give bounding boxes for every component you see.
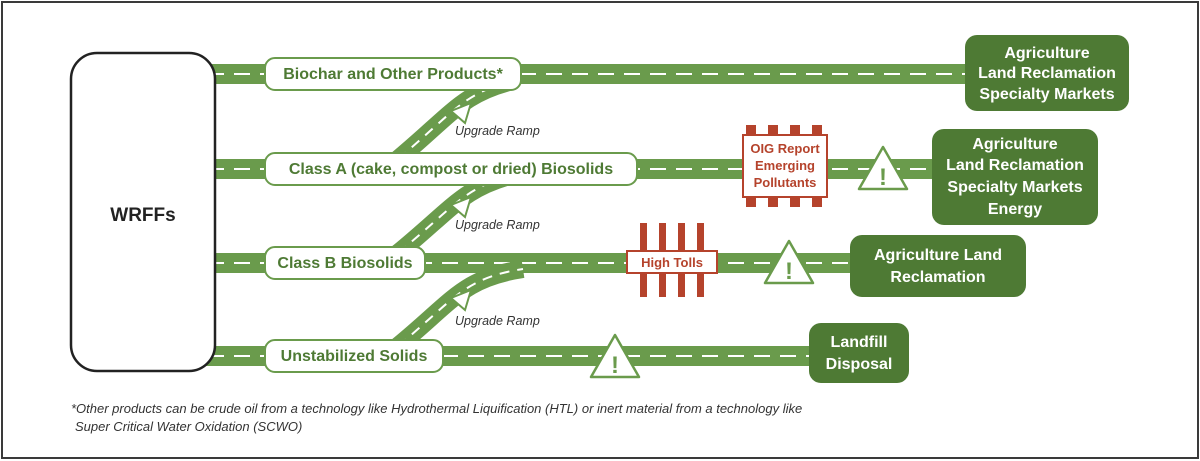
oig-line-3: Pollutants [754, 175, 817, 190]
destination-unstabilized [809, 323, 909, 383]
destination-class-a-line-1: Agriculture [972, 136, 1057, 153]
ramp-arrow-icon [449, 195, 473, 219]
destination-class-a [932, 129, 1098, 225]
ramp-label-3: Upgrade Ramp [455, 314, 540, 328]
destination-class-b [850, 235, 1026, 297]
ramp-arrow-icon [449, 288, 473, 312]
wrffs-hub [69, 51, 217, 373]
destination-class-b-line-1: Agriculture Land [874, 247, 1002, 264]
oig-line-2: Emerging [755, 158, 815, 173]
route-label-unstabilized: Unstabilized Solids [281, 348, 428, 365]
exclamation-warning-icon: ! [763, 239, 815, 285]
destination-biochar-line-1: Agriculture [1004, 45, 1089, 62]
route-label-class-a: Class A (cake, compost or dried) Biosoli… [289, 161, 613, 178]
ramp-b-to-class-a [392, 166, 516, 260]
destination-class-a-line-2: Land Reclamation [946, 157, 1084, 174]
destination-biochar-line-3: Specialty Markets [979, 86, 1114, 103]
route-label-class-b: Class B Biosolids [277, 255, 412, 272]
exclamation-warning-icon: ! [857, 145, 909, 191]
footnote-line-2: Super Critical Water Oxidation (SCWO) [75, 419, 302, 434]
route-label-box-class-a [264, 152, 638, 186]
route-label-biochar: Biochar and Other Products* [283, 66, 503, 83]
high-tolls-label: High Tolls [641, 255, 703, 270]
ramp-a-to-biochar [392, 72, 516, 166]
ramp-arrow-icon [449, 101, 473, 125]
svg-text:!: ! [879, 164, 887, 191]
wrffs-label: WRFFs [110, 205, 175, 226]
destination-class-a-line-4: Energy [988, 201, 1042, 218]
exclamation-warning-icon: ! [589, 333, 641, 379]
high-tolls-barrier [626, 223, 718, 297]
route-label-box-class-b [264, 246, 426, 280]
svg-text:!: ! [785, 258, 793, 285]
oig-barrier [742, 125, 828, 207]
oig-line-1: OIG Report [750, 141, 820, 156]
footnote-line-1: *Other products can be crude oil from a … [71, 401, 802, 416]
destination-biochar [965, 35, 1129, 111]
ramp-label-1: Upgrade Ramp [455, 124, 540, 138]
destination-unstabilized-line-1: Landfill [831, 334, 888, 351]
route-label-box-unstabilized [264, 339, 444, 373]
route-label-box-biochar [264, 57, 522, 91]
svg-text:!: ! [611, 352, 619, 379]
destination-class-b-line-2: Reclamation [890, 269, 985, 286]
destination-unstabilized-line-2: Disposal [826, 356, 893, 373]
destination-class-a-line-3: Specialty Markets [947, 179, 1082, 196]
ramp-label-2: Upgrade Ramp [455, 218, 540, 232]
ramp-unstab-to-class-b [392, 260, 525, 353]
destination-biochar-line-2: Land Reclamation [978, 65, 1116, 82]
